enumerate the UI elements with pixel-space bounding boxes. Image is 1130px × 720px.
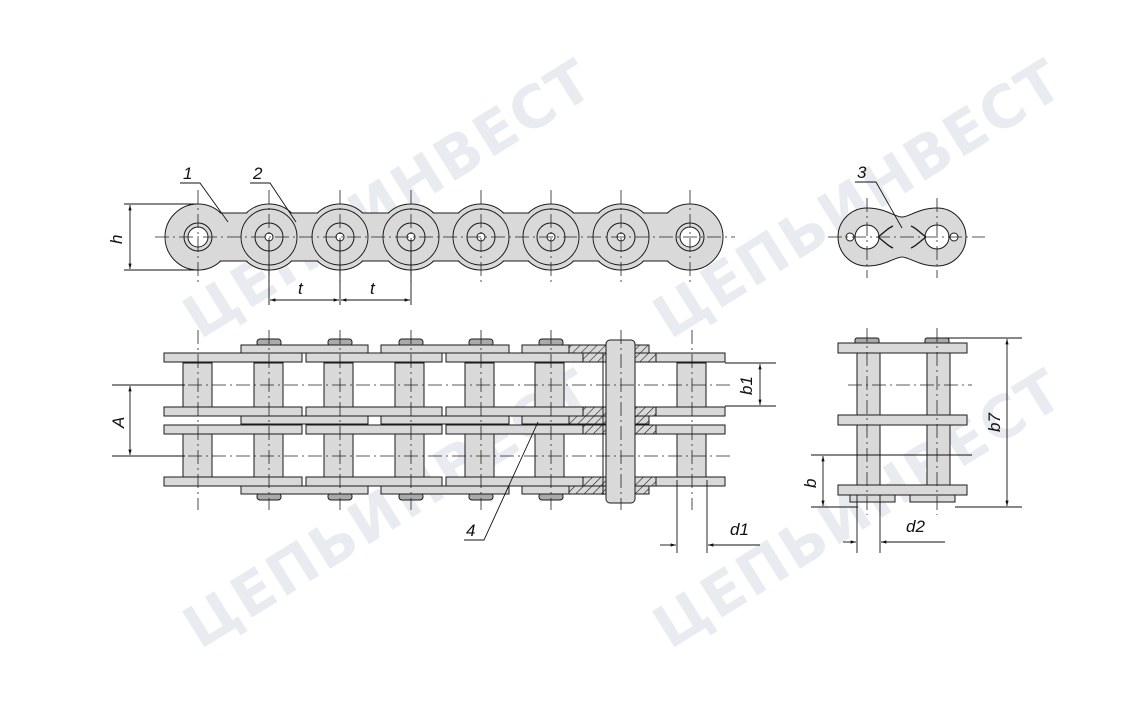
inner-plate: [163, 476, 303, 487]
inner-plate: [445, 406, 584, 417]
inner-plate: [655, 476, 726, 487]
dim-d2-label: d2: [906, 517, 925, 536]
dim-A-label: A: [109, 417, 128, 429]
sectioned-plate: [634, 344, 650, 354]
inner-plate: [163, 352, 303, 363]
outer-plate: [521, 344, 570, 354]
roller: [323, 432, 354, 478]
roller: [676, 432, 707, 478]
roller: [464, 432, 495, 478]
roller: [182, 432, 213, 478]
inner-plate: [305, 352, 443, 363]
part-label-4: 4: [466, 521, 475, 540]
watermark-text: ЦЕПЬИНВЕСТ: [641, 46, 1075, 352]
sectioned-plate: [634, 424, 657, 435]
outer-plate: [521, 415, 570, 425]
inner-plate: [655, 424, 726, 435]
plate: [837, 342, 968, 354]
inner-plate: [305, 406, 443, 417]
sectioned-plate: [634, 476, 657, 487]
inner-plate: [305, 424, 443, 435]
sectioned-plate: [568, 415, 607, 425]
outer-plate: [240, 344, 369, 354]
outer-plate: [240, 485, 369, 495]
dimensions: h t t 1 2 3 4 A b1 d1: [107, 163, 1022, 553]
inner-plate: [305, 476, 443, 487]
inner-plate: [655, 406, 726, 417]
part-label-3: 3: [857, 163, 867, 182]
inner-plate: [163, 406, 303, 417]
outer-plate: [521, 485, 570, 495]
outer-plate: [380, 344, 510, 354]
plate: [837, 414, 968, 426]
chain-plan-view: [140, 330, 730, 510]
dim-t-label: t: [298, 279, 304, 298]
dim-h-label: h: [107, 235, 126, 244]
dim-b1-label: b1: [737, 376, 756, 395]
part-label-2: 2: [252, 164, 263, 183]
pin-end: [909, 494, 956, 503]
roller: [394, 432, 425, 478]
sectioned-plate: [634, 485, 650, 495]
inner-plate: [445, 424, 584, 435]
dim-t-label: t: [370, 279, 376, 298]
pin-end: [849, 494, 896, 503]
spring-clip: [877, 225, 927, 249]
chain-side-view: [155, 190, 735, 282]
inner-plate: [163, 424, 303, 435]
connecting-link-side-view: [828, 198, 985, 278]
inner-plate: [655, 352, 726, 363]
sectioned-plate: [634, 352, 657, 363]
roller: [253, 432, 284, 478]
dim-b-label: b: [801, 479, 820, 488]
dim-d1-label: d1: [730, 520, 749, 539]
roller: [534, 432, 565, 478]
sectioned-plate: [568, 485, 607, 495]
part-label-1: 1: [183, 164, 192, 183]
inner-plate: [445, 352, 584, 363]
outer-plate: [380, 415, 510, 425]
inner-plate: [445, 476, 584, 487]
dim-b7-label: b7: [985, 413, 1004, 432]
sectioned-plate: [568, 344, 607, 354]
connecting-pin: [605, 339, 636, 504]
sectioned-plate: [634, 415, 650, 425]
outer-plate: [240, 415, 369, 425]
plate: [837, 484, 968, 496]
watermark-text: ЦЕПЬИНВЕСТ: [171, 46, 605, 352]
outer-plate: [380, 485, 510, 495]
chain-end-view: [837, 328, 972, 515]
sectioned-plate: [634, 406, 657, 417]
